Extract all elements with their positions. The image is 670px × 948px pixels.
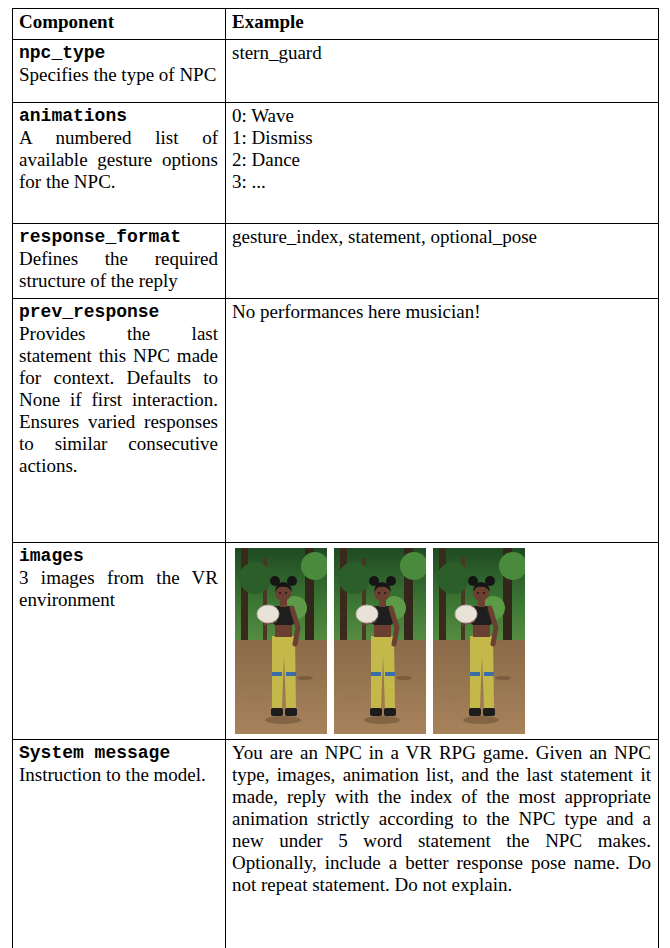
example-text: stern_guard — [232, 42, 651, 64]
example-cell: Example — [225, 8, 658, 39]
component-name: animations — [19, 105, 218, 127]
example-cell: No performances here musician! — [225, 298, 658, 542]
example-cell — [225, 542, 658, 739]
table-rule — [12, 739, 658, 740]
component-cell: Component — [12, 8, 225, 39]
component-name: System message — [19, 742, 218, 764]
vr-screenshots — [235, 548, 525, 734]
table-rule — [12, 8, 658, 9]
component-cell: System messageInstruction to the model. — [12, 739, 225, 948]
example-cell: You are an NPC in a VR RPG game. Given a… — [225, 739, 658, 948]
table-rule — [12, 102, 658, 103]
table-rule — [12, 298, 658, 299]
component-description: Defines the required structure of the re… — [19, 248, 218, 292]
component-name: npc_type — [19, 42, 218, 64]
component-description: A numbered list of available gesture opt… — [19, 127, 218, 193]
column-header: Component — [19, 11, 218, 33]
table-rule — [12, 542, 658, 543]
table-rule — [12, 223, 658, 224]
component-description: Provides the last statement this NPC mad… — [19, 323, 218, 477]
example-cell: gesture_index, statement, optional_pose — [225, 223, 658, 298]
example-cell: 0: Wave1: Dismiss2: Dance3: ... — [225, 102, 658, 223]
example-text: No performances here musician! — [232, 301, 651, 323]
component-cell: npc_typeSpecifies the type of NPC — [12, 39, 225, 102]
table-rule — [658, 8, 659, 948]
component-name: images — [19, 545, 218, 567]
table-rule — [12, 8, 13, 948]
component-description: Specifies the type of NPC — [19, 64, 218, 86]
component-cell: prev_responseProvides the last statement… — [12, 298, 225, 542]
example-text: 3: ... — [232, 171, 651, 193]
example-text: 1: Dismiss — [232, 127, 651, 149]
component-name: response_format — [19, 226, 218, 248]
example-cell: stern_guard — [225, 39, 658, 102]
example-text: You are an NPC in a VR RPG game. Given a… — [232, 742, 651, 896]
example-text: gesture_index, statement, optional_pose — [232, 226, 651, 248]
component-cell: images3 images from the VR environment — [12, 542, 225, 739]
example-text: 2: Dance — [232, 149, 651, 171]
component-name: prev_response — [19, 301, 218, 323]
example-text: 0: Wave — [232, 105, 651, 127]
component-cell: animationsA numbered list of available g… — [12, 102, 225, 223]
component-description: Instruction to the model. — [19, 764, 218, 786]
table-rule — [225, 8, 226, 948]
column-header: Example — [232, 11, 651, 33]
table-rule — [12, 39, 658, 40]
component-description: 3 images from the VR environment — [19, 567, 218, 611]
component-cell: response_formatDefines the required stru… — [12, 223, 225, 298]
